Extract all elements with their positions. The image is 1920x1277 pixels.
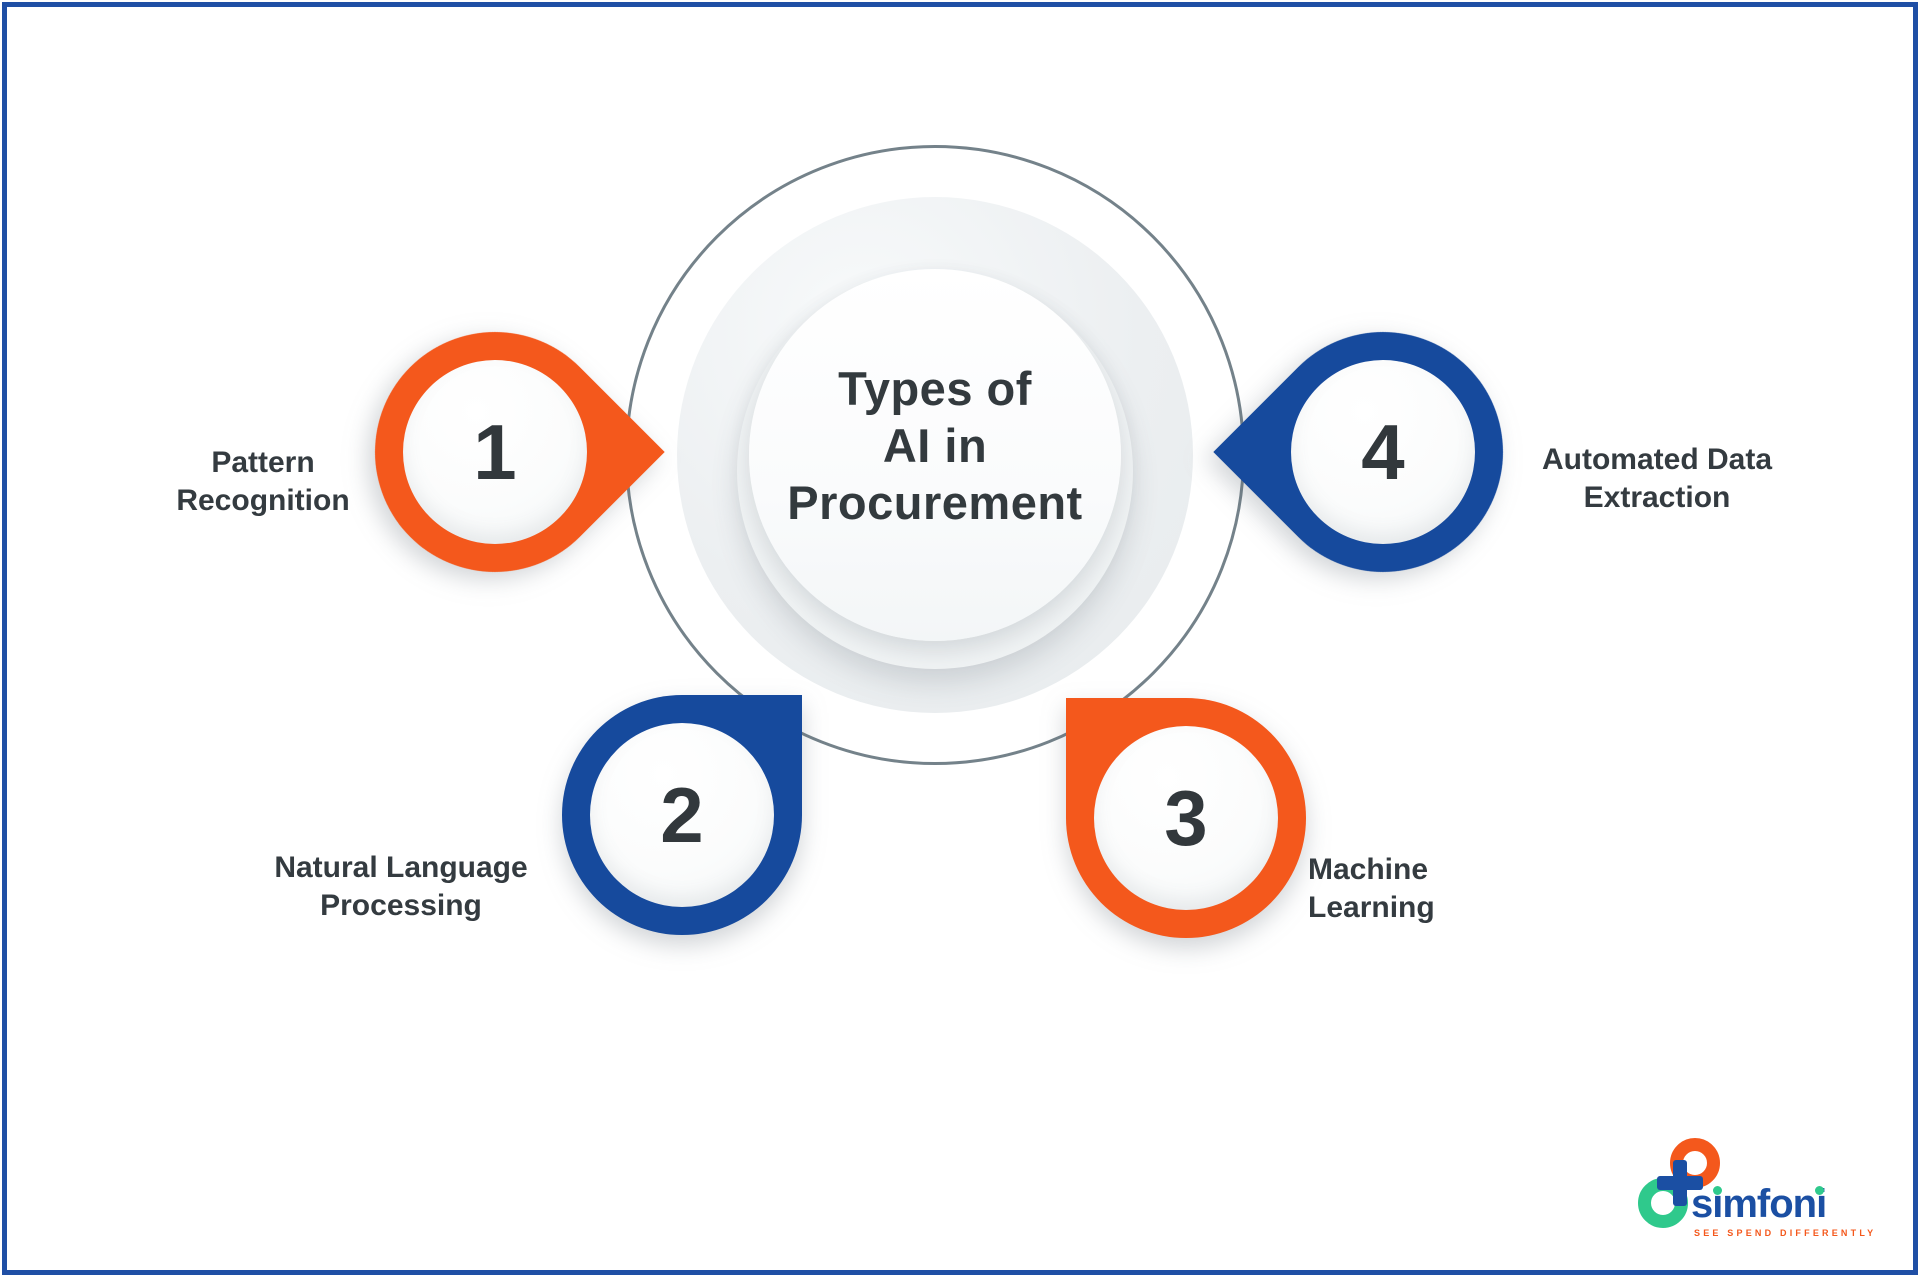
wordmark-green-dot-icon: [1815, 1186, 1824, 1195]
marker-inner-circle: 4: [1291, 360, 1475, 544]
label-line: Automated Data: [1541, 443, 1773, 476]
label-line: Extraction: [1583, 481, 1731, 514]
diagram-title-line-1: Types of: [838, 361, 1032, 415]
simfoni-infinity-mark-icon: [1638, 1138, 1726, 1228]
marker-number-4: 4: [1361, 407, 1405, 496]
logo-plus-icon: [1657, 1176, 1703, 1190]
marker-automated-data-extraction: 4: [1213, 282, 1553, 622]
marker-machine-learning: 3: [1066, 698, 1306, 938]
marker-number-1: 1: [473, 407, 517, 496]
label-natural-language-processing: Natural Language Processing: [221, 849, 581, 925]
simfoni-wordmark-text: simfoni: [1691, 1182, 1827, 1226]
label-line: Natural Language: [274, 851, 528, 884]
label-line: Pattern: [211, 446, 315, 479]
central-title-disc: Types of AI in Procurement: [749, 269, 1121, 641]
diagram-title-line-2: AI in: [882, 418, 988, 472]
simfoni-tagline: SEE SPEND DIFFERENTLY: [1694, 1228, 1877, 1238]
label-machine-learning: Machine Learning: [1308, 851, 1435, 927]
marker-natural-language-processing: 2: [562, 695, 802, 935]
marker-inner-circle: 2: [590, 723, 774, 907]
label-line: Machine: [1308, 853, 1429, 886]
label-automated-data-extraction: Automated Data Extraction: [1477, 441, 1837, 517]
simfoni-logo: simfoni SEE SPEND DIFFERENTLY: [1638, 1138, 1878, 1248]
label-line: Learning: [1308, 891, 1435, 924]
marker-number-3: 3: [1164, 773, 1208, 862]
simfoni-wordmark: simfoni: [1691, 1182, 1827, 1226]
wordmark-green-dot-icon: [1713, 1186, 1722, 1195]
label-line: Recognition: [176, 484, 350, 517]
marker-inner-circle: 1: [403, 360, 587, 544]
label-line: Processing: [320, 889, 482, 922]
marker-number-2: 2: [660, 770, 704, 859]
label-pattern-recognition: Pattern Recognition: [83, 444, 443, 520]
marker-pattern-recognition: 1: [325, 282, 665, 622]
diagram-title-line-3: Procurement: [787, 475, 1083, 529]
marker-inner-circle: 3: [1094, 726, 1278, 910]
